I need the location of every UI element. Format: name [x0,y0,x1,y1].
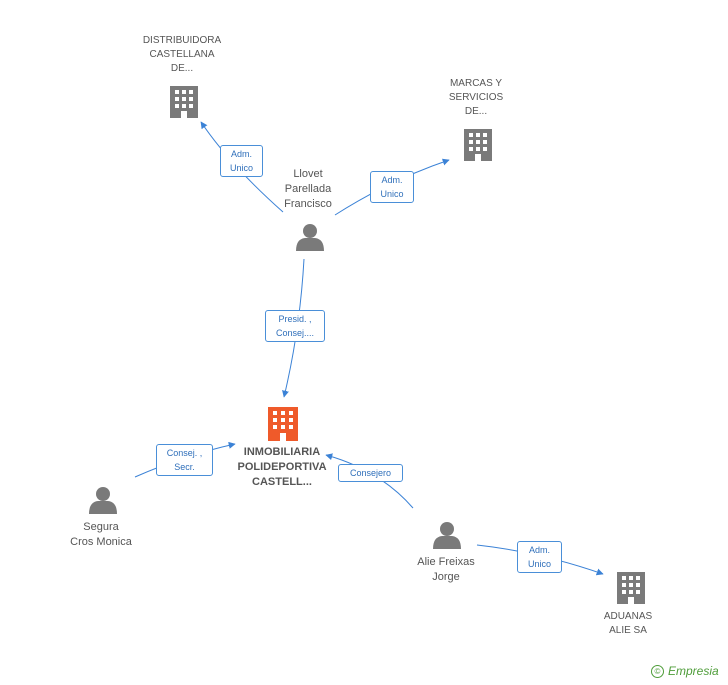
edge-label-llovet-distribuidora[interactable]: Adm.Unico [220,145,263,177]
edge-label-alie-inmobiliaria[interactable]: Consejero [338,464,403,482]
edges [134,121,604,576]
building-icon[interactable] [617,572,645,604]
person-icon[interactable] [89,487,117,514]
copyright-icon: © [651,665,664,678]
building-icon[interactable] [464,129,492,161]
building-icon[interactable] [170,86,198,118]
brand-logo: © Empresia [651,664,719,678]
person-icon[interactable] [296,224,324,251]
building-icon[interactable] [268,407,298,441]
edge-label-llovet-marcas[interactable]: Adm.Unico [370,171,414,203]
brand-name: Empresia [668,664,719,678]
edge-label-segura-inmobiliaria[interactable]: Consej. ,Secr. [156,444,213,476]
person-icon[interactable] [433,522,461,549]
edge-label-llovet-inmobiliaria[interactable]: Presid. ,Consej.... [265,310,325,342]
edge-label-alie-aduanas[interactable]: Adm.Unico [517,541,562,573]
